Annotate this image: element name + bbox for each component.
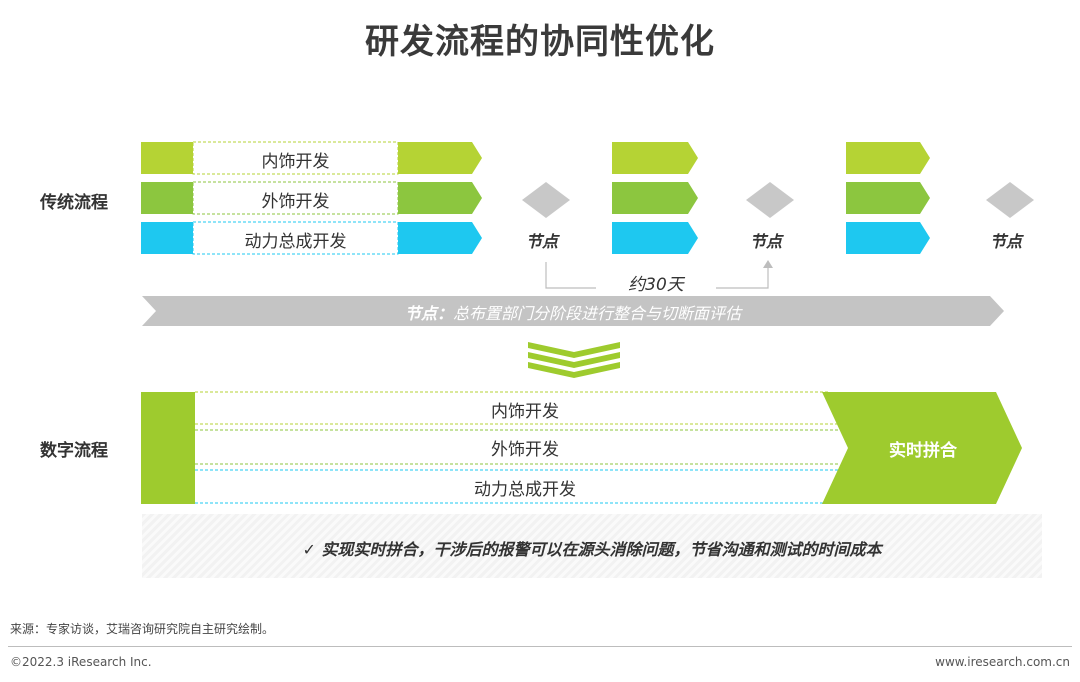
- node-2-label: 节点: [750, 232, 783, 251]
- trad-lane-3-text: 动力总成开发: [244, 232, 347, 252]
- interval-arrowhead: [763, 260, 773, 268]
- check-icon: ✓: [302, 540, 316, 559]
- digital-lane-2-text: 外饰开发: [491, 440, 559, 460]
- digital-process-label: 数字流程: [40, 441, 108, 461]
- node-3-diamond: [986, 182, 1034, 218]
- copyright: ©2022.3 iResearch Inc.: [10, 655, 152, 669]
- source-note: 来源：专家访谈，艾瑞咨询研究院自主研究绘制。: [10, 622, 275, 636]
- gray-banner: [142, 296, 1004, 326]
- node-2-diamond: [746, 182, 794, 218]
- note-text: 实现实时拼合，干涉后的报警可以在源头消除问题，节省沟通和测试的时间成本: [321, 540, 882, 559]
- lane-3-end-arrow: [398, 222, 482, 254]
- banner-prefix: 节点：: [404, 304, 453, 323]
- lane-3-body: [192, 221, 399, 255]
- digital-start-block: [141, 392, 195, 504]
- website-link[interactable]: www.iresearch.com.cn: [935, 655, 1070, 669]
- lane-3-start-block: [141, 222, 193, 254]
- realtime-merge-arrow: [822, 392, 1022, 504]
- digital-lane-3-text: 动力总成开发: [474, 480, 576, 500]
- lane-3-arrow-col3: [846, 222, 930, 254]
- note-box: ✓ 实现实时拼合，干涉后的报警可以在源头消除问题，节省沟通和测试的时间成本: [142, 514, 1042, 578]
- traditional-process-label: 传统流程: [40, 193, 108, 213]
- lane-1-arrow-col2: [612, 142, 698, 174]
- footer-divider: [8, 646, 1072, 647]
- digital-lane-1-text: 内饰开发: [491, 402, 559, 422]
- realtime-merge-label: 实时拼合: [889, 441, 957, 461]
- lane-1-start-block: [141, 142, 193, 174]
- lane-2-arrow-col2: [612, 182, 698, 214]
- note-content: ✓ 实现实时拼合，干涉后的报警可以在源头消除问题，节省沟通和测试的时间成本: [142, 536, 1042, 560]
- page-title: 研发流程的协同性优化: [365, 22, 715, 62]
- lane-2-body: [192, 181, 399, 215]
- trad-lane-1-text: 内饰开发: [261, 152, 330, 172]
- trad-lane-2-text: 外饰开发: [261, 192, 330, 212]
- lane-3-arrow-col2: [612, 222, 698, 254]
- node-1-diamond: [522, 182, 570, 218]
- interval-label: 约30天: [596, 270, 716, 295]
- node-banner-text: 节点：总布置部门分阶段进行整合与切断面评估: [142, 300, 1004, 324]
- lane-2-arrow-col3: [846, 182, 930, 214]
- node-1-label: 节点: [526, 232, 559, 251]
- node-3-label: 节点: [990, 232, 1023, 251]
- down-chevrons-icon: [528, 342, 620, 378]
- lane-1-end-arrow: [398, 142, 482, 174]
- lane-1-body: [192, 141, 399, 175]
- lane-2-start-block: [141, 182, 193, 214]
- banner-body: 总布置部门分阶段进行整合与切断面评估: [453, 304, 742, 323]
- lane-1-arrow-col3: [846, 142, 930, 174]
- lane-2-end-arrow: [398, 182, 482, 214]
